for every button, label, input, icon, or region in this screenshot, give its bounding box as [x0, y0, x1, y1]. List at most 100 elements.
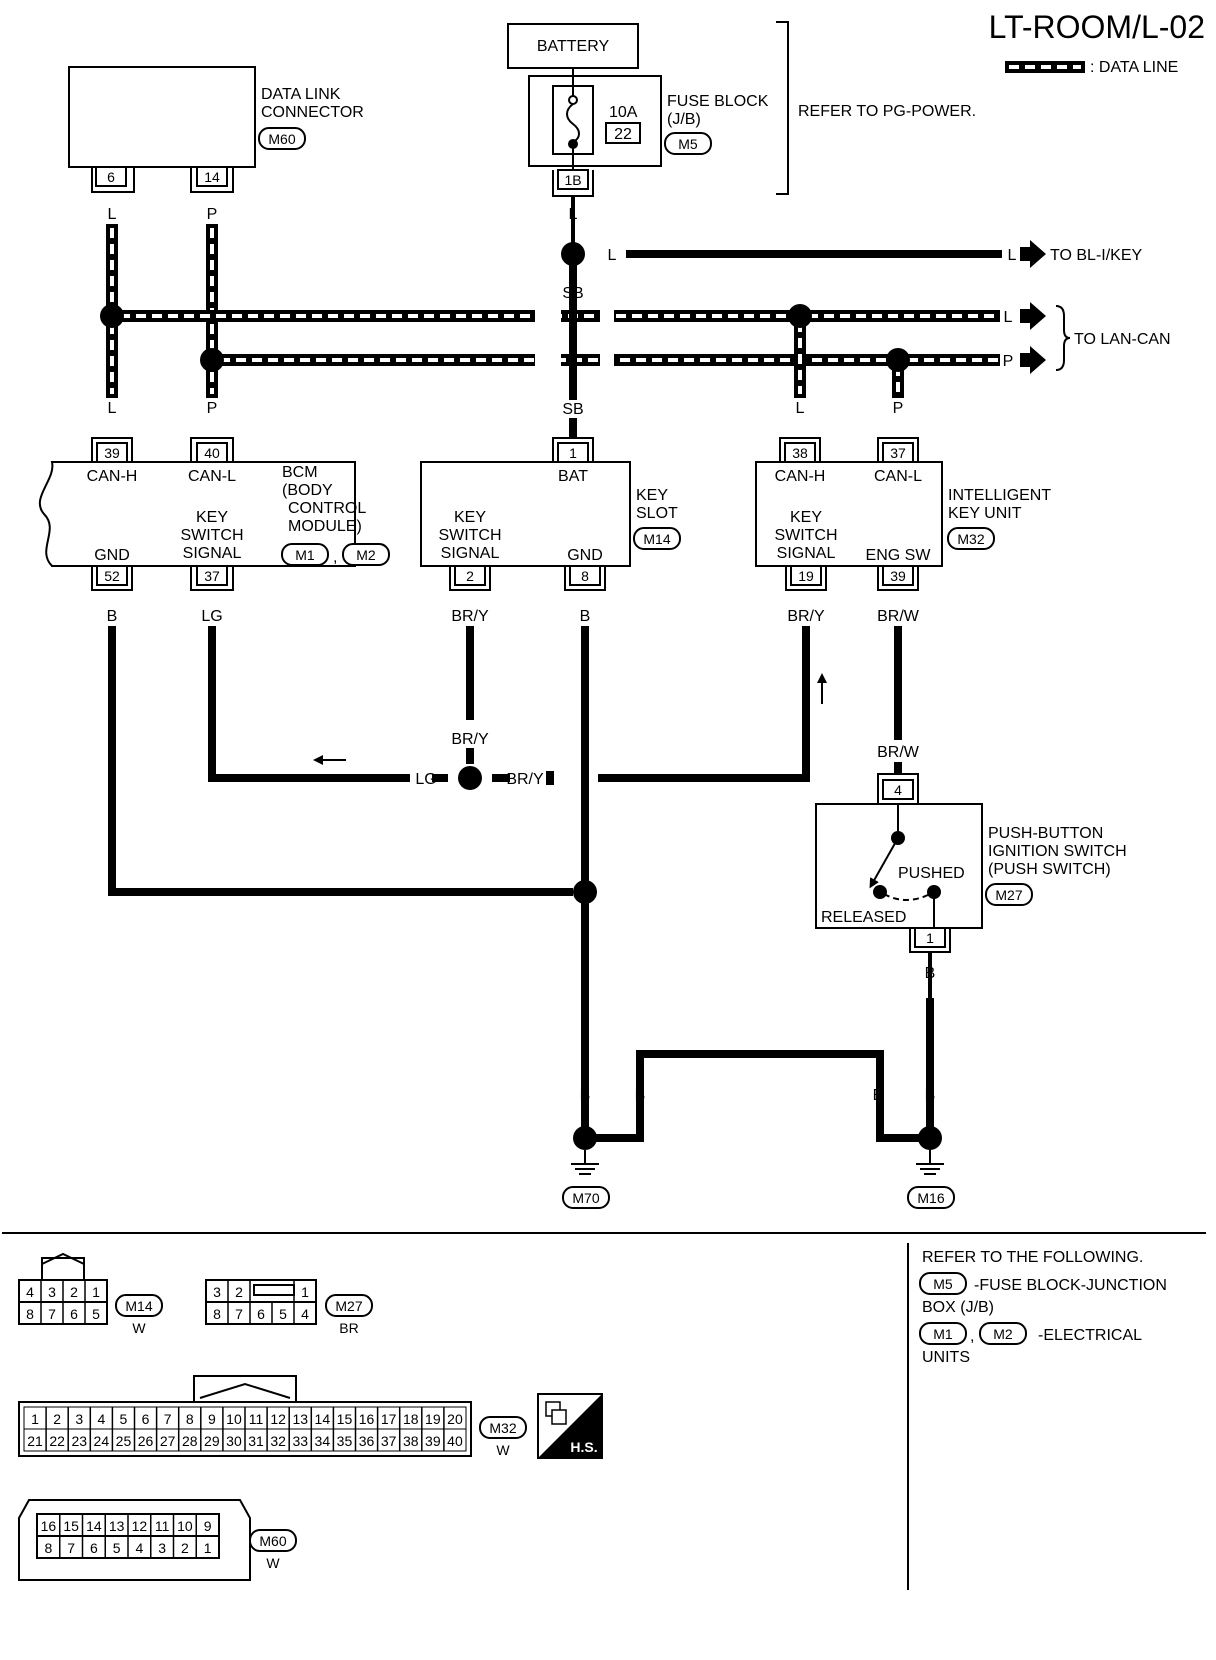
push-label-2: IGNITION SWITCH: [988, 843, 1127, 860]
wire-P-lan: P: [1003, 353, 1014, 370]
fuse-pin-box: [557, 169, 589, 190]
m27-pin-7: 7: [235, 1306, 243, 1322]
dlc-pin-14: 14: [204, 169, 220, 185]
m60-pin-2: 2: [181, 1540, 189, 1556]
wire-L-bl-left: L: [608, 247, 617, 264]
bcm-label-2: (BODY: [282, 482, 333, 499]
fuse-block-connector: M5: [678, 136, 698, 152]
m60-pin-13: 13: [109, 1518, 125, 1534]
m32-pin-12: 12: [270, 1411, 286, 1427]
refer-title: REFER TO THE FOLLOWING.: [922, 1249, 1143, 1266]
bcm-ks-1: KEY: [196, 509, 228, 526]
fuse-block-label-2: (J/B): [667, 111, 701, 128]
push-connector-badge: M27: [985, 883, 1033, 906]
m27-pin-8: 8: [213, 1306, 221, 1322]
can-h-splice-1: [100, 304, 124, 328]
m32-pin-30: 30: [226, 1433, 242, 1449]
iku-pin-19: 19: [798, 568, 814, 584]
lan-can-h-arrow: [1020, 302, 1046, 330]
wire-BRY-key-slot: BR/Y: [451, 608, 489, 625]
m32-pin-31: 31: [248, 1433, 264, 1449]
key-slot-bat: BAT: [558, 468, 588, 485]
refer-pg-power: REFER TO PG-POWER.: [798, 103, 976, 120]
refer-m1-badge: M1: [919, 1322, 967, 1345]
data-line-legend: : DATA LINE: [1005, 59, 1178, 76]
dlc-label: DATA LINK: [261, 86, 341, 103]
refer-m1: M1: [933, 1326, 953, 1342]
connector-m27-badge: M27 BR: [325, 1294, 373, 1336]
key-slot-gnd: GND: [567, 547, 603, 564]
refer-m5-text-2: BOX (J/B): [922, 1299, 994, 1316]
m32-pin-3: 3: [75, 1411, 83, 1427]
m27-pin-1: 1: [301, 1284, 309, 1300]
key-slot-ks-2: SWITCH: [438, 527, 501, 544]
iku-eng-sw: ENG SW: [866, 547, 932, 564]
to-bl-i-key: TO BL-I/KEY: [1050, 247, 1143, 264]
refer-m12-text: -ELECTRICAL: [1038, 1327, 1142, 1344]
iku-pin-39: 39: [890, 568, 906, 584]
dlc-pin-6: 6: [107, 169, 115, 185]
m14-pin-3: 3: [48, 1284, 56, 1300]
wire-P-iku: P: [893, 400, 904, 417]
m32-pin-18: 18: [403, 1411, 419, 1427]
m32-pin-14: 14: [315, 1411, 331, 1427]
can-l-splice-1: [200, 348, 224, 372]
bcm-label-4: MODULE): [288, 518, 362, 535]
m14-conn: M14: [125, 1298, 152, 1314]
ground-m70: M70: [572, 1190, 599, 1206]
m32-pin-20: 20: [447, 1411, 463, 1427]
m32-pin-32: 32: [270, 1433, 286, 1449]
connector-m14-badge: M14 W: [115, 1294, 163, 1336]
key-slot-pin-1: 1: [569, 445, 577, 461]
bcm-pin-39: 39: [104, 445, 120, 461]
m60-pin-3: 3: [158, 1540, 166, 1556]
wire-BRY-splice-right: BR/Y: [506, 771, 544, 788]
iku-ks-1: KEY: [790, 509, 822, 526]
m32-pin-40: 40: [447, 1433, 463, 1449]
bcm-can-h: CAN-H: [87, 468, 138, 485]
wire-P-bcm: P: [207, 400, 218, 417]
fuse-splice: [561, 242, 585, 266]
push-label-1: PUSH-BUTTON: [988, 825, 1103, 842]
wire-L-dlc: L: [108, 206, 117, 223]
key-slot-ks-3: SIGNAL: [441, 545, 500, 562]
key-slot-pin-2: 2: [466, 568, 474, 584]
m27-pin-3: 3: [213, 1284, 221, 1300]
bcm-conn-m1: M1: [295, 547, 315, 563]
battery-box: [507, 23, 639, 69]
iku-connector: M32: [957, 531, 984, 547]
to-bl-arrow: [1020, 240, 1046, 268]
m32-pin-19: 19: [425, 1411, 441, 1427]
wire-SB-top: SB: [562, 285, 583, 302]
m32-pin-21: 21: [27, 1433, 43, 1449]
m60-pin-7: 7: [67, 1540, 75, 1556]
m14-pin-4: 4: [26, 1284, 34, 1300]
bcm-can-l: CAN-L: [188, 468, 236, 485]
m27-pin-2: 2: [235, 1284, 243, 1300]
connector-m32-badge: M32 W: [479, 1416, 527, 1458]
lan-can-l-arrow: [1020, 346, 1046, 374]
m60-pin-15: 15: [63, 1518, 79, 1534]
m32-conn: M32: [489, 1420, 516, 1436]
wire-SB-bottom: SB: [562, 401, 583, 418]
wire-B-g1-b: B: [635, 1087, 646, 1104]
page-title: LT-ROOM/L-02: [989, 9, 1205, 45]
bcm-label-1: BCM: [282, 464, 318, 481]
iku-label-2: KEY UNIT: [948, 505, 1022, 522]
m32-pin-38: 38: [403, 1433, 419, 1449]
m32-pin-6: 6: [142, 1411, 150, 1427]
key-slot-box: [420, 461, 631, 567]
iku-can-l: CAN-L: [874, 468, 922, 485]
m14-pin-6: 6: [70, 1306, 78, 1322]
wire-B-g2-a: B: [873, 1087, 884, 1104]
m32-pin-13: 13: [292, 1411, 308, 1427]
m32-pin-1: 1: [31, 1411, 39, 1427]
iku-connector-badge: M32: [947, 527, 995, 550]
refer-bracket: [776, 21, 789, 195]
m60-pin-12: 12: [132, 1518, 148, 1534]
bcm-box: [38, 461, 356, 567]
m32-pin-34: 34: [315, 1433, 331, 1449]
